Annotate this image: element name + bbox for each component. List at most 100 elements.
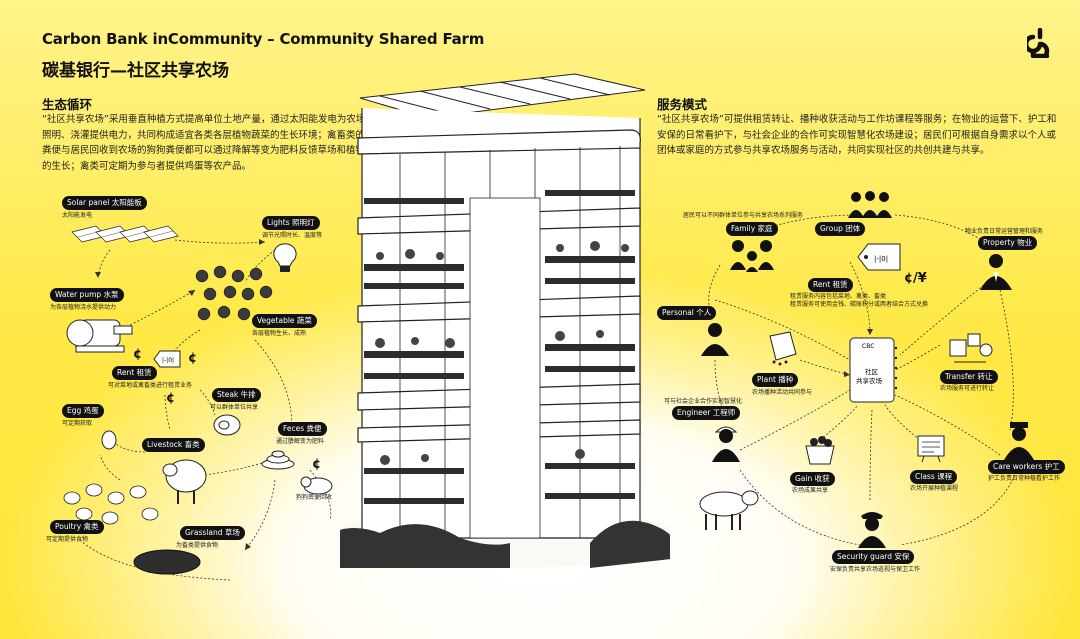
personal-tag: Personal 个人 <box>657 306 717 320</box>
egg-icon <box>101 430 117 450</box>
group-icon <box>848 191 892 218</box>
cent-coin-icon-4: ¢ <box>312 457 322 472</box>
gain-tag: Gain 收获 <box>790 472 835 486</box>
care-workers-desc: 护工负责日常种植看护工作 <box>988 475 1061 482</box>
center-card-line1: 社区 <box>865 367 879 376</box>
solar-panel-desc: 太阳能发电 <box>62 212 93 219</box>
pump-to-veg-line <box>129 289 196 326</box>
water-pump-tag: Water pump 水泵 <box>50 288 124 302</box>
plant-to-center-line <box>799 359 851 376</box>
grassland-desc: 为畜类提供食物 <box>176 542 219 549</box>
family-tag: Family 家庭 <box>726 222 778 236</box>
engineer-tag: Engineer 工程师 <box>672 406 741 420</box>
steak-icon <box>213 414 241 436</box>
security-guard-icon <box>858 512 886 548</box>
price-tag-icon: |-|0| <box>153 350 181 368</box>
rent-price-tag-icon: |-|0| <box>857 243 901 271</box>
gain-desc: 农场成果共享 <box>792 487 829 494</box>
service-heading: 服务模式 <box>657 97 708 112</box>
transfer-icon <box>949 333 993 363</box>
solar-to-lights-line <box>174 239 266 244</box>
community-farm-card-icon: CBC 社区 共享农场 <box>849 337 898 403</box>
svg-text:|-|0|: |-|0| <box>874 255 888 263</box>
egg-tag: Egg 鸡蛋 <box>62 404 104 418</box>
property-to-care-line <box>999 289 1014 431</box>
carbon-bank-logo-icon <box>1027 28 1050 58</box>
currency-icon: ¢/¥ <box>904 271 927 286</box>
personal-icon <box>701 323 729 356</box>
property-desc: 物业负责日常运营管理和服务 <box>965 228 1044 235</box>
veg-to-feces-line <box>254 339 293 446</box>
family-note: 居民可以不同群体单位参与共享农场系列服务 <box>683 212 804 219</box>
transfer-tag: Transfer 转让 <box>940 370 998 384</box>
grassland-icon <box>133 549 201 575</box>
center-card-line2: 共享农场 <box>856 376 883 385</box>
harvest-icon <box>805 436 835 465</box>
lights-to-veg-line <box>244 249 276 283</box>
transfer-to-center-line <box>894 344 941 371</box>
care-to-center-line <box>894 394 1001 456</box>
vertical-farm-building <box>340 73 670 568</box>
class-to-center-line <box>884 404 921 441</box>
poultry-desc: 可定期提供食物 <box>46 536 89 543</box>
service-text: “社区共享农场”可提供租赁转让、播种收获活动与工作坊课程等服务；在物业的运营下、… <box>657 114 1057 156</box>
property-tag: Property 物业 <box>978 236 1038 250</box>
security-guard-desc: 安保负责共享农场巡视与保卫工作 <box>830 566 921 573</box>
poultry-tag: Poultry 禽类 <box>50 520 104 534</box>
water-pump-desc: 为各层植物浇水提供动力 <box>50 304 117 311</box>
vegetables-icon <box>195 265 273 321</box>
dog-desc: 狗狗粪便回收 <box>296 494 333 501</box>
ecology-text: “社区共享农场”采用垂直种植方式提高单位土地产量，通过太阳能发电为农场照明、浇灌… <box>42 114 366 172</box>
seed-bag-icon <box>769 331 797 366</box>
solar-panel-tag: Solar panel 太阳能板 <box>62 196 147 210</box>
engineer-icon <box>712 426 740 462</box>
rent-to-center-line <box>849 261 871 336</box>
solar-panel-icon <box>71 225 179 243</box>
cent-coin-icon-2: ¢ <box>188 351 198 366</box>
poultry-to-egg-line <box>99 454 121 481</box>
light-bulb-icon <box>273 243 297 272</box>
group-tag: Group 团体 <box>815 222 866 236</box>
pig-icon <box>162 459 207 504</box>
class-tag: Class 课程 <box>910 470 958 484</box>
svg-text:|-|0|: |-|0| <box>162 357 174 364</box>
page-title-en: Carbon Bank inCommunity – Community Shar… <box>42 30 485 48</box>
poultry-icon <box>63 483 159 525</box>
engineer-to-center-line <box>739 389 851 451</box>
rent-to-livestock-line <box>164 394 171 431</box>
personal-to-center-line <box>714 299 851 361</box>
plant-desc: 农场播种活动共同参与 <box>752 389 813 396</box>
family-icon <box>730 240 774 272</box>
plant-rows <box>364 190 635 504</box>
right-rent-tag: Rent 租赁 <box>808 278 853 292</box>
class-desc: 农场开展种植课程 <box>910 485 959 492</box>
security-guard-tag: Security guard 安保 <box>832 550 915 564</box>
cent-coin-icon-3: ¢ <box>166 391 176 406</box>
care-workers-tag: Care workers 护工 <box>988 460 1065 474</box>
center-card-title: CBC <box>862 343 874 350</box>
steak-desc: 可以群体单位共享 <box>210 404 259 411</box>
egg-desc: 可定期获取 <box>62 420 93 427</box>
family-to-personal-line <box>708 264 721 311</box>
feces-to-dog-line <box>309 469 332 521</box>
lights-desc: 调节光照时长、温度等 <box>262 232 323 239</box>
feces-desc: 通过降解变为肥料 <box>276 438 325 445</box>
steak-tag: Steak 牛排 <box>212 388 261 402</box>
veg-to-rent-line <box>167 329 201 363</box>
right-rent-desc: 租赁服务内容包括菜地、禽类、畜类 租赁服务可使用金钱、碳账积分或两者结合方式兑换 <box>790 293 929 308</box>
property-manager-icon <box>980 254 1012 290</box>
livestock-to-feces-line <box>204 461 266 476</box>
plant-tag: Plant 播种 <box>752 373 799 387</box>
engineer-note: 可与社会企业合作实现智慧化 <box>664 398 743 405</box>
personal-to-engineer-line <box>714 359 726 416</box>
vegetable-desc: 各层植物生长、成熟 <box>252 330 307 337</box>
feces-icon <box>261 450 295 470</box>
water-pump-icon <box>66 319 133 353</box>
left-rent-tag: Rent 租赁 <box>112 366 157 380</box>
ecology-heading: 生态循环 <box>42 97 93 112</box>
grassland-tag: Grassland 草场 <box>180 526 245 540</box>
feces-tag: Feces 粪便 <box>278 422 327 436</box>
cent-coin-icon: ¢ <box>133 347 143 362</box>
